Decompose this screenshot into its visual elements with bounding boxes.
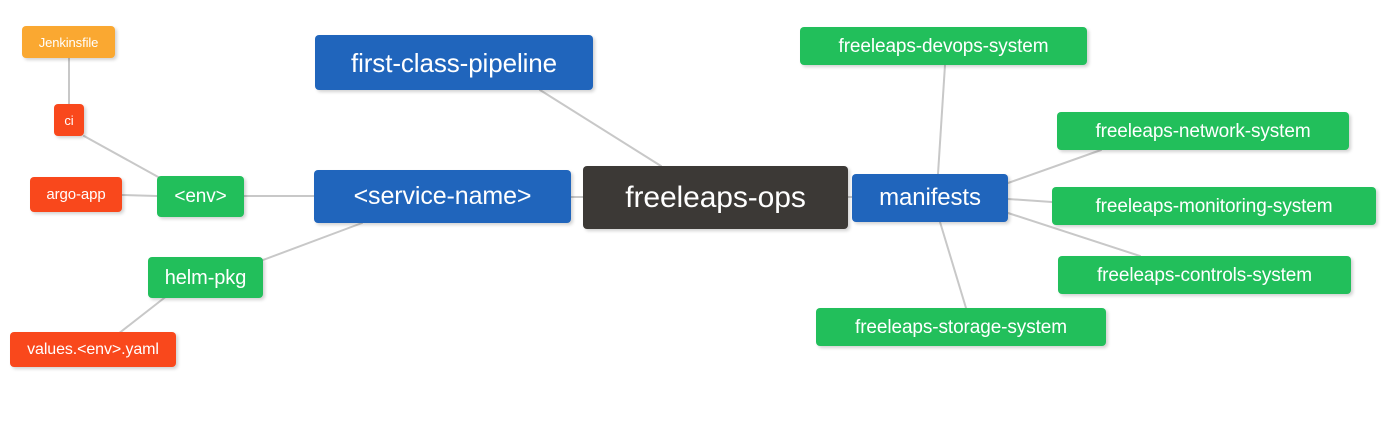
node-freeleaps-monitoring-system[interactable]: freeleaps-monitoring-system — [1052, 187, 1376, 225]
node-freeleaps-storage-system[interactable]: freeleaps-storage-system — [816, 308, 1106, 346]
edge-service-name-to-helm-pkg — [254, 222, 363, 264]
node-ci[interactable]: ci — [54, 104, 84, 136]
node-helm-pkg[interactable]: helm-pkg — [148, 257, 263, 298]
edge-manifests-to-freeleaps-devops-system — [937, 64, 946, 175]
node-label-first-class-pipeline: first-class-pipeline — [350, 47, 558, 78]
node-values-env-yaml[interactable]: values.<env>.yaml — [10, 332, 176, 367]
edge-first-class-pipeline-to-freeleaps-ops — [539, 89, 662, 167]
node-label-env: <env> — [174, 186, 227, 207]
node-first-class-pipeline[interactable]: first-class-pipeline — [315, 35, 593, 90]
edge-argo-app-to-env — [121, 194, 158, 197]
node-label-jenkinsfile: Jenkinsfile — [38, 34, 99, 50]
node-service-name[interactable]: <service-name> — [314, 170, 571, 223]
node-freeleaps-controls-system[interactable]: freeleaps-controls-system — [1058, 256, 1351, 294]
node-label-ci: ci — [64, 112, 74, 128]
node-manifests[interactable]: manifests — [852, 174, 1008, 222]
edge-manifests-to-freeleaps-network-system — [1007, 149, 1102, 184]
edge-ci-to-env — [83, 135, 161, 179]
node-label-freeleaps-monitoring-system: freeleaps-monitoring-system — [1095, 195, 1333, 217]
node-freeleaps-network-system[interactable]: freeleaps-network-system — [1057, 112, 1349, 150]
node-jenkinsfile[interactable]: Jenkinsfile — [22, 26, 115, 58]
node-env[interactable]: <env> — [157, 176, 244, 217]
edge-helm-pkg-to-values-env-yaml — [117, 294, 169, 335]
node-label-service-name: <service-name> — [353, 182, 532, 210]
node-freeleaps-devops-system[interactable]: freeleaps-devops-system — [800, 27, 1087, 65]
node-freeleaps-ops[interactable]: freeleaps-ops — [583, 166, 848, 229]
edge-manifests-to-freeleaps-storage-system — [939, 221, 967, 309]
edge-manifests-to-freeleaps-monitoring-system — [1007, 198, 1053, 203]
node-label-freeleaps-controls-system: freeleaps-controls-system — [1096, 264, 1313, 286]
node-label-freeleaps-ops: freeleaps-ops — [625, 180, 806, 214]
node-label-manifests: manifests — [879, 184, 981, 211]
node-label-freeleaps-devops-system: freeleaps-devops-system — [838, 35, 1049, 57]
node-label-freeleaps-network-system: freeleaps-network-system — [1095, 120, 1311, 142]
node-label-freeleaps-storage-system: freeleaps-storage-system — [855, 316, 1067, 338]
node-label-argo-app: argo-app — [46, 186, 106, 203]
node-label-values-env-yaml: values.<env>.yaml — [27, 340, 159, 358]
node-label-helm-pkg: helm-pkg — [164, 266, 247, 289]
node-argo-app[interactable]: argo-app — [30, 177, 122, 212]
